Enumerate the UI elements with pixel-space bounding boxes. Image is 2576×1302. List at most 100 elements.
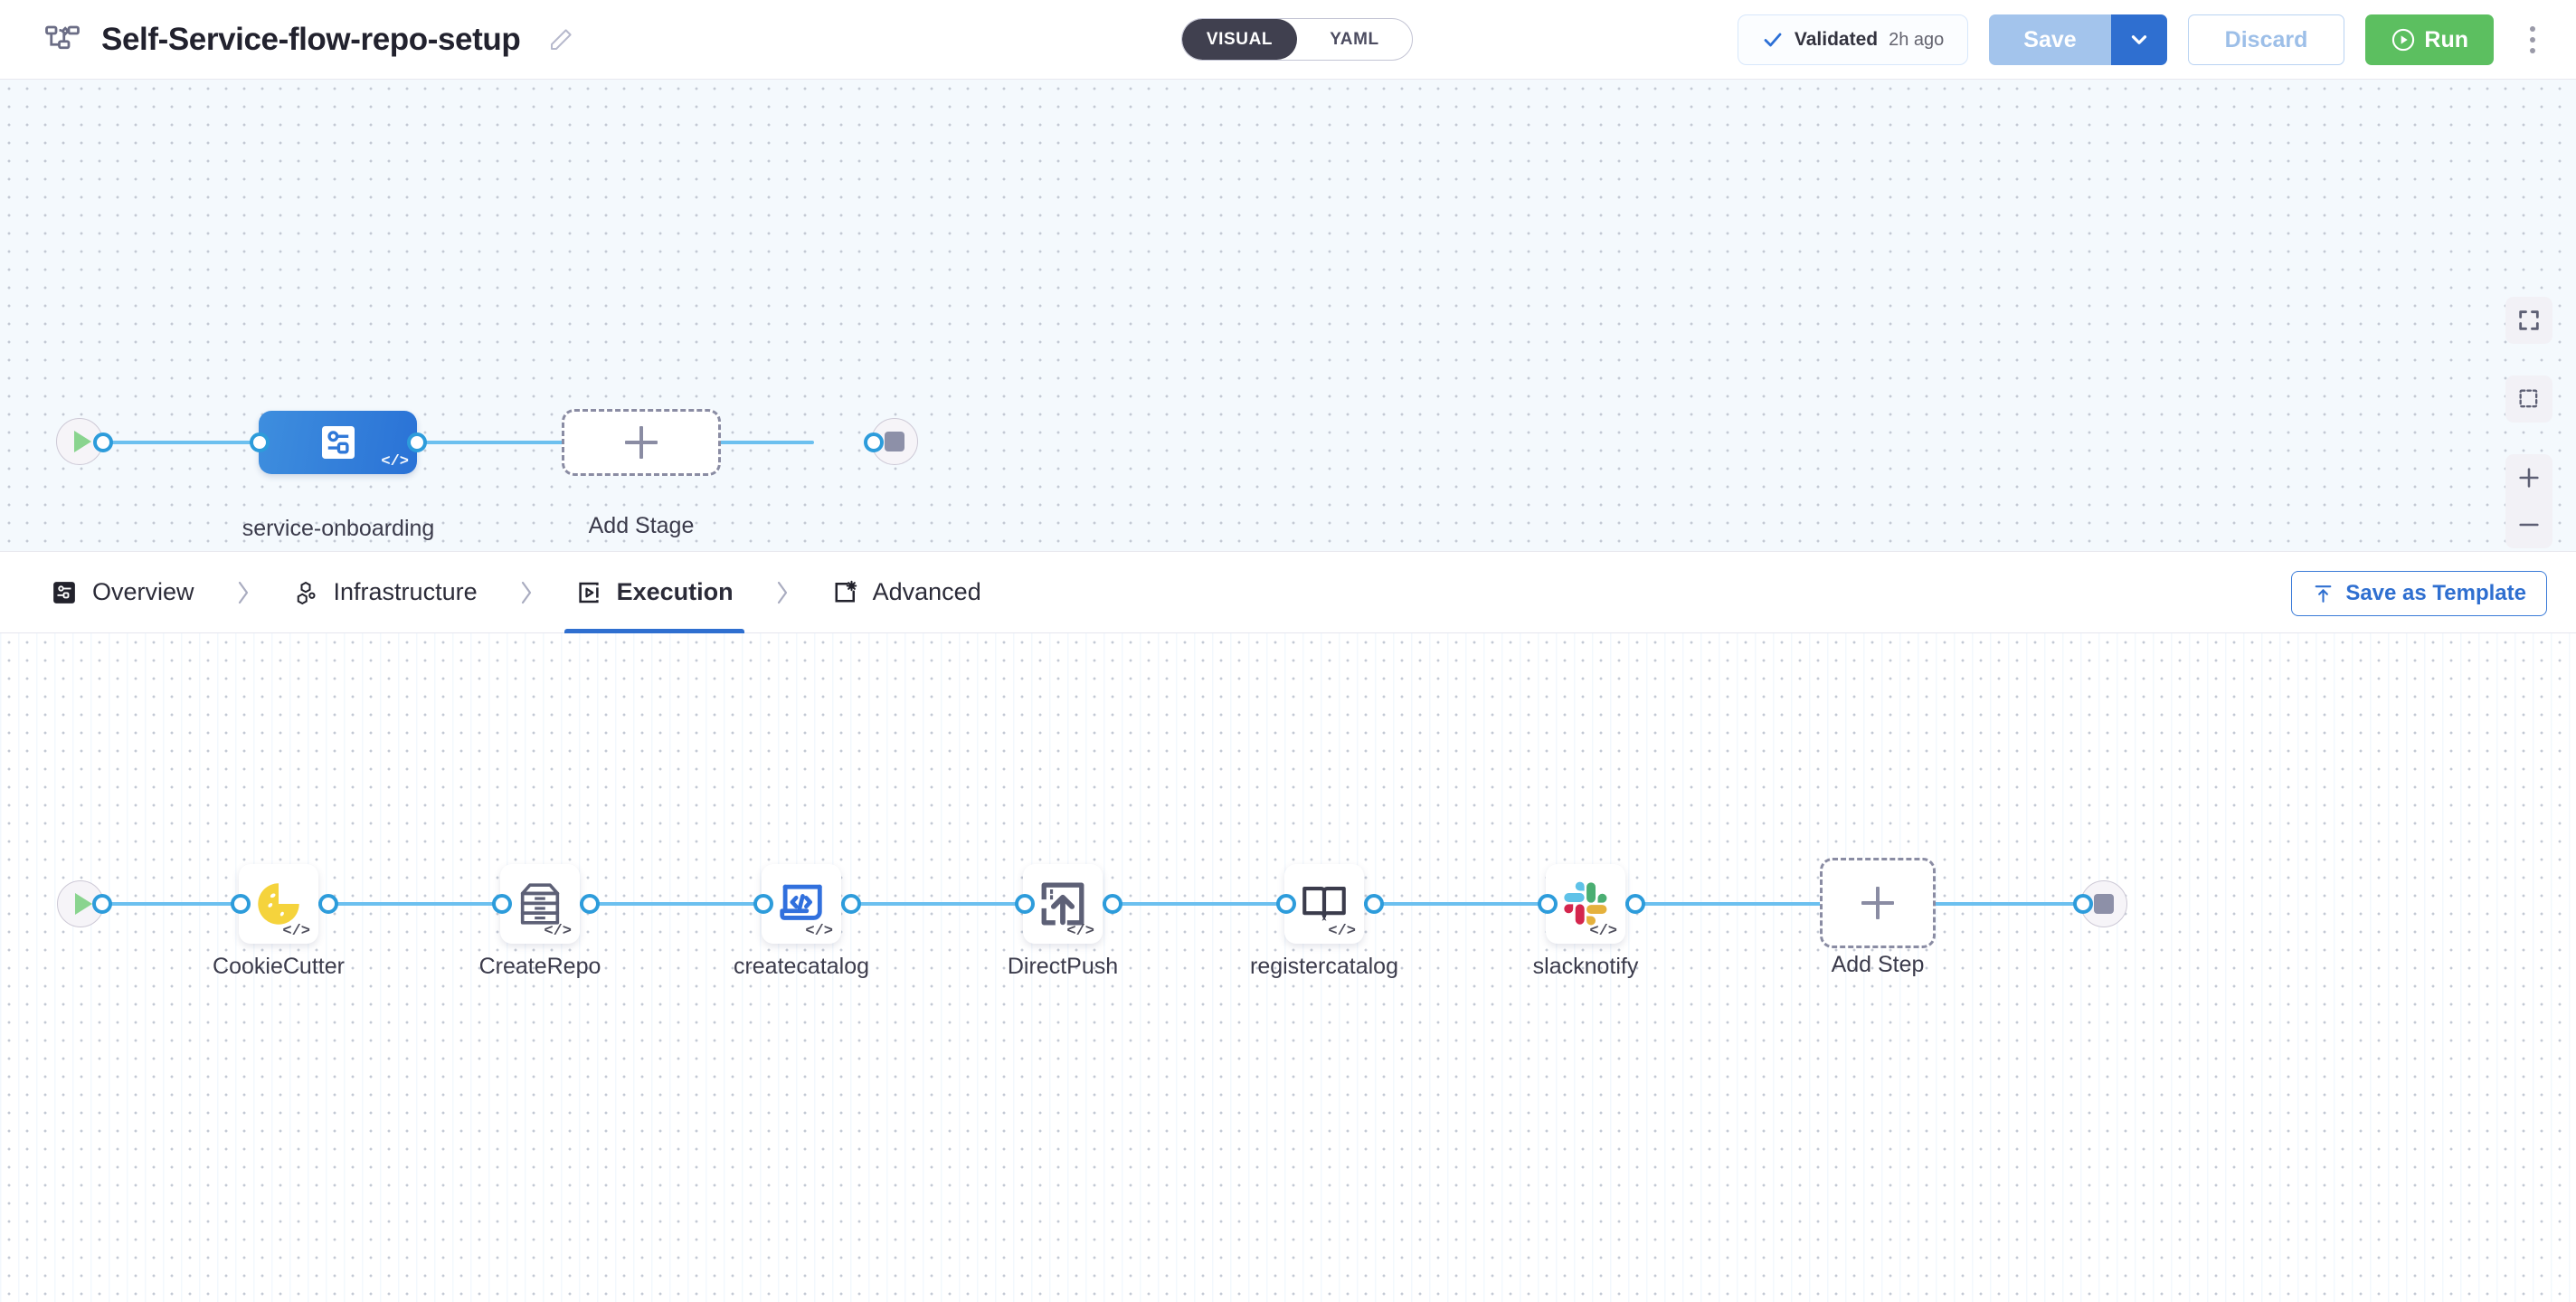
step-label-createrepo: CreateRepo bbox=[478, 954, 601, 979]
step-code-badge: </> bbox=[1328, 923, 1356, 940]
add-step-label: Add Step bbox=[1831, 952, 1925, 977]
step-port[interactable] bbox=[753, 894, 773, 914]
play-circle-icon bbox=[2391, 27, 2416, 52]
step-port[interactable] bbox=[492, 894, 512, 914]
step-code-badge: </> bbox=[282, 923, 310, 940]
step-port[interactable] bbox=[1538, 894, 1558, 914]
step-code-badge: </> bbox=[1589, 923, 1617, 940]
plus-icon bbox=[625, 426, 658, 459]
advanced-gear-icon bbox=[831, 579, 858, 606]
pipeline-end-node[interactable] bbox=[871, 418, 918, 465]
stage-canvas[interactable]: </> service-onboarding Add Stage bbox=[0, 80, 2576, 552]
step-label-slacknotify: slacknotify bbox=[1532, 954, 1639, 979]
stage-input-port[interactable] bbox=[250, 432, 270, 452]
tab-overview-label: Overview bbox=[92, 578, 194, 605]
run-label: Run bbox=[2424, 26, 2468, 52]
zoom-out-button[interactable] bbox=[2505, 501, 2552, 548]
tab-advanced-label: Advanced bbox=[872, 578, 981, 605]
steps-start-port[interactable] bbox=[92, 894, 112, 914]
step-label-createcatalog: createcatalog bbox=[733, 954, 870, 979]
save-as-template-button[interactable]: Save as Template bbox=[2291, 571, 2547, 616]
kebab-menu-icon[interactable] bbox=[2514, 26, 2551, 53]
stage-node-service-onboarding[interactable]: </> bbox=[259, 411, 417, 474]
chevron-down-icon bbox=[2127, 28, 2151, 52]
pencil-edit-icon[interactable] bbox=[540, 26, 574, 53]
fit-to-screen-button[interactable] bbox=[2505, 297, 2552, 344]
tab-separator bbox=[198, 579, 289, 606]
step-label-registercatalog: registercatalog bbox=[1250, 954, 1398, 979]
step-node-cookiecutter[interactable]: </> bbox=[239, 864, 318, 944]
tab-separator bbox=[737, 579, 828, 606]
stop-icon bbox=[885, 432, 904, 451]
plus-icon bbox=[2516, 465, 2542, 490]
step-port[interactable] bbox=[1364, 894, 1384, 914]
validated-label: Validated bbox=[1794, 29, 1879, 50]
validated-timestamp: 2h ago bbox=[1889, 29, 1945, 50]
tab-infrastructure[interactable]: Infrastructure bbox=[289, 552, 481, 633]
step-port[interactable] bbox=[1015, 894, 1035, 914]
step-code-badge: </> bbox=[805, 923, 833, 940]
step-port[interactable] bbox=[1625, 894, 1645, 914]
stop-icon bbox=[2094, 894, 2114, 914]
step-port[interactable] bbox=[580, 894, 600, 914]
infrastructure-icon bbox=[292, 579, 319, 606]
execution-steps-canvas[interactable]: </> CookieCutter </> CreateRepo </> crea… bbox=[0, 633, 2576, 1302]
step-label-directpush: DirectPush bbox=[1007, 954, 1119, 979]
tab-execution-label: Execution bbox=[616, 578, 734, 605]
selection-box-button[interactable] bbox=[2505, 375, 2552, 423]
step-node-createcatalog[interactable]: </> bbox=[762, 864, 841, 944]
end-port[interactable] bbox=[864, 432, 884, 452]
status-badge-validated: Validated 2h ago bbox=[1737, 14, 1969, 65]
add-stage-button[interactable] bbox=[562, 409, 721, 476]
discard-button[interactable]: Discard bbox=[2187, 14, 2345, 65]
step-port[interactable] bbox=[841, 894, 861, 914]
start-port[interactable] bbox=[93, 432, 113, 452]
zoom-control-stack bbox=[2505, 454, 2552, 548]
add-step-button[interactable] bbox=[1820, 858, 1936, 948]
run-button[interactable]: Run bbox=[2365, 14, 2494, 65]
toggle-option-yaml[interactable]: YAML bbox=[1330, 29, 1379, 49]
save-button-group[interactable]: Save bbox=[1989, 14, 2167, 65]
toggle-option-visual[interactable]: VISUAL bbox=[1182, 19, 1297, 60]
step-label-cookiecutter: CookieCutter bbox=[213, 954, 345, 979]
stage-connector-wire bbox=[99, 441, 814, 444]
add-stage-label: Add Stage bbox=[588, 513, 695, 538]
steps-end-port[interactable] bbox=[2073, 894, 2093, 914]
page-title: Self-Service-flow-repo-setup bbox=[101, 21, 521, 57]
step-port[interactable] bbox=[318, 894, 338, 914]
header-left-group: Self-Service-flow-repo-setup bbox=[0, 21, 574, 59]
minus-icon bbox=[2516, 512, 2542, 537]
step-node-directpush[interactable]: </> bbox=[1023, 864, 1103, 944]
zoom-in-button[interactable] bbox=[2505, 454, 2552, 501]
step-port[interactable] bbox=[1276, 894, 1296, 914]
step-code-badge: </> bbox=[1066, 923, 1094, 940]
section-tabbar: Overview Infrastructure Execution bbox=[0, 552, 2576, 633]
pipeline-flow-icon bbox=[43, 21, 81, 59]
marquee-select-icon bbox=[2516, 386, 2542, 412]
play-icon bbox=[73, 431, 91, 452]
header-actions: Validated 2h ago Save Discard Run bbox=[1737, 0, 2551, 80]
step-port[interactable] bbox=[1103, 894, 1122, 914]
app-header: Self-Service-flow-repo-setup VISUAL YAML… bbox=[0, 0, 2576, 80]
visual-yaml-toggle[interactable]: VISUAL YAML bbox=[1181, 18, 1413, 61]
execution-play-icon bbox=[575, 579, 602, 606]
tab-overview[interactable]: Overview bbox=[47, 552, 198, 633]
tab-advanced[interactable]: Advanced bbox=[828, 552, 985, 633]
tab-separator bbox=[481, 579, 572, 606]
canvas-controls bbox=[2505, 297, 2552, 548]
save-as-template-label: Save as Template bbox=[2345, 581, 2526, 605]
stage-code-badge: </> bbox=[381, 453, 409, 470]
save-button[interactable]: Save bbox=[1989, 14, 2111, 65]
step-code-badge: </> bbox=[544, 923, 572, 940]
stage-output-port[interactable] bbox=[407, 432, 427, 452]
step-port[interactable] bbox=[231, 894, 251, 914]
tab-execution[interactable]: Execution bbox=[564, 552, 744, 633]
expand-icon bbox=[2516, 308, 2542, 333]
step-node-createrepo[interactable]: </> bbox=[500, 864, 580, 944]
step-node-registercatalog[interactable]: </> bbox=[1284, 864, 1364, 944]
save-dropdown-button[interactable] bbox=[2110, 14, 2167, 65]
play-icon bbox=[74, 893, 92, 915]
stage-label: service-onboarding bbox=[242, 516, 435, 541]
step-node-slacknotify[interactable]: </> bbox=[1546, 864, 1625, 944]
check-icon bbox=[1762, 29, 1784, 51]
